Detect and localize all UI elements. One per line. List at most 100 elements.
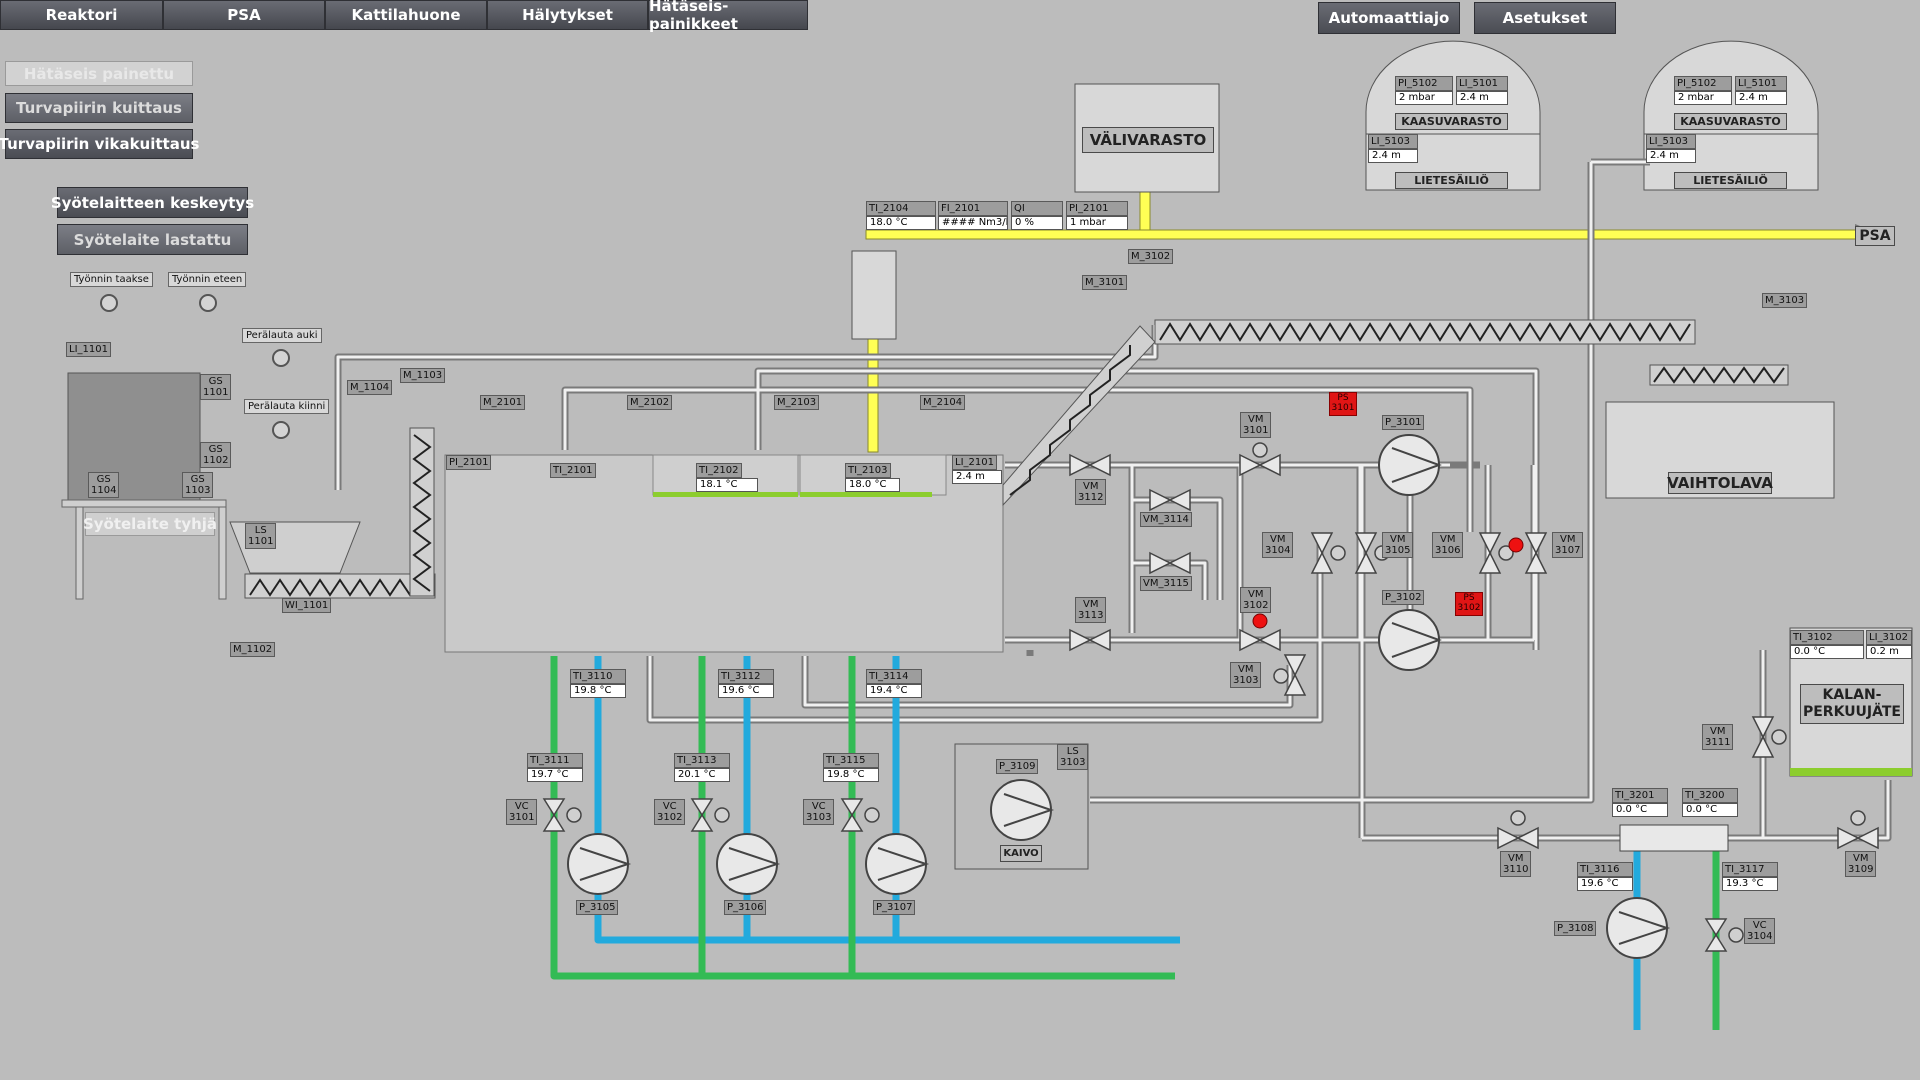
- tag-li3102[interactable]: LI_3102: [1866, 630, 1912, 645]
- tab-reaktori[interactable]: Reaktori: [0, 0, 163, 30]
- syotelaite-lastattu-button[interactable]: Syötelaite lastattu: [57, 224, 248, 255]
- tag-m3102[interactable]: M_3102: [1128, 249, 1174, 264]
- tag-m2102[interactable]: M_2102: [627, 395, 673, 410]
- tag-ti2103[interactable]: TI_2103: [845, 463, 891, 478]
- tag-m1103[interactable]: M_1103: [400, 368, 446, 383]
- tab-kattilahuone[interactable]: Kattilahuone: [325, 0, 487, 30]
- tag-gs1104[interactable]: GS 1104: [88, 472, 120, 498]
- tag-pi5102-a[interactable]: PI_5102: [1395, 76, 1453, 91]
- tag-qi[interactable]: QI: [1011, 201, 1063, 216]
- tag-vm3109[interactable]: VM 3109: [1845, 851, 1877, 877]
- lietesailio-label-b: LIETESÄILIÖ: [1674, 172, 1787, 189]
- syotelaite-keskeytys-button[interactable]: Syötelaitteen keskeytys: [51, 187, 254, 218]
- tag-li5101-b[interactable]: LI_5101: [1735, 76, 1787, 91]
- tag-m2103[interactable]: M_2103: [774, 395, 820, 410]
- tag-li5101-a[interactable]: LI_5101: [1456, 76, 1508, 91]
- tag-vm3105[interactable]: VM 3105: [1382, 532, 1414, 558]
- tag-ls3103[interactable]: LS 3103: [1057, 744, 1089, 770]
- tag-m3101[interactable]: M_3101: [1082, 275, 1128, 290]
- tag-vm3101[interactable]: VM 3101: [1240, 412, 1272, 438]
- alarm-ps3101[interactable]: PS 3101: [1329, 392, 1357, 416]
- tag-p3106[interactable]: P_3106: [724, 900, 767, 915]
- tag-ti2104[interactable]: TI_2104: [866, 201, 936, 216]
- heat-exchanger: [1619, 824, 1729, 852]
- kalan-perkuujate-label: KALAN- PERKUUJÄTE: [1800, 684, 1904, 724]
- tag-ti3111[interactable]: TI_3111: [527, 753, 583, 768]
- alarm-ps3102[interactable]: PS 3102: [1455, 592, 1483, 616]
- tag-li2101[interactable]: LI_2101: [952, 455, 997, 470]
- peralauta-auki-indicator: [272, 349, 290, 367]
- tag-ti3110[interactable]: TI_3110: [570, 669, 626, 684]
- tag-ti3201[interactable]: TI_3201: [1612, 788, 1668, 803]
- turvapiiri-vikakuittaus-button[interactable]: Turvapiirin vikakuittaus: [0, 129, 199, 159]
- tag-p3105[interactable]: P_3105: [576, 900, 619, 915]
- tag-ti3112[interactable]: TI_3112: [718, 669, 774, 684]
- gas-pipe-vertical: [1139, 191, 1151, 233]
- automaattiajo-button[interactable]: Automaattiajo: [1318, 2, 1460, 34]
- tag-vm3110[interactable]: VM 3110: [1500, 851, 1532, 877]
- tag-vm3107[interactable]: VM 3107: [1552, 532, 1584, 558]
- tag-m2104[interactable]: M_2104: [920, 395, 966, 410]
- tag-m1102[interactable]: M_1102: [230, 642, 276, 657]
- value-li5103-a: 2.4 m: [1368, 149, 1418, 163]
- tag-pi5102-b[interactable]: PI_5102: [1674, 76, 1732, 91]
- tag-vc3104[interactable]: VC 3104: [1744, 918, 1776, 944]
- gas-pipe-main: [865, 229, 1857, 240]
- tag-p3107[interactable]: P_3107: [873, 900, 916, 915]
- value-fi2101: #### Nm3/h: [938, 216, 1008, 230]
- tag-gs1103[interactable]: GS 1103: [182, 472, 214, 498]
- tag-vc3102[interactable]: VC 3102: [654, 799, 686, 825]
- tag-li5103-a[interactable]: LI_5103: [1368, 134, 1418, 149]
- tag-vm3103[interactable]: VM 3103: [1230, 662, 1262, 688]
- tag-vm3112[interactable]: VM 3112: [1075, 479, 1107, 505]
- tag-gs1102[interactable]: GS 1102: [200, 442, 232, 468]
- tag-vm3111[interactable]: VM 3111: [1702, 724, 1734, 750]
- tag-gs1101[interactable]: GS 1101: [200, 374, 232, 400]
- value-ti2104: 18.0 °C: [866, 216, 936, 230]
- tab-psa[interactable]: PSA: [163, 0, 325, 30]
- tag-pi2101-side[interactable]: PI_2101: [446, 455, 492, 470]
- tag-m3103[interactable]: M_3103: [1762, 293, 1808, 308]
- tag-m1104[interactable]: M_1104: [347, 380, 393, 395]
- tab-hataseis-painikkeet[interactable]: Hätäseis-painikkeet: [648, 0, 808, 33]
- tag-ls1101[interactable]: LS 1101: [245, 523, 277, 549]
- value-li5101-a: 2.4 m: [1456, 91, 1508, 105]
- tag-fi2101[interactable]: FI_2101: [938, 201, 1008, 216]
- tag-vc3101[interactable]: VC 3101: [506, 799, 538, 825]
- inclined-screw-spiral: [1009, 345, 1131, 496]
- tag-m2101[interactable]: M_2101: [480, 395, 526, 410]
- tag-li5103-b[interactable]: LI_5103: [1646, 134, 1696, 149]
- value-li5103-b: 2.4 m: [1646, 149, 1696, 163]
- alarm-dot-vm3102: [1252, 613, 1268, 629]
- turvapiiri-kuittaus-button[interactable]: Turvapiirin kuittaus: [5, 93, 193, 123]
- tag-p3101[interactable]: P_3101: [1382, 415, 1425, 430]
- tag-ti2102[interactable]: TI_2102: [696, 463, 742, 478]
- tag-pi2101[interactable]: PI_2101: [1066, 201, 1128, 216]
- tag-vm3102[interactable]: VM 3102: [1240, 587, 1272, 613]
- tag-ti3102[interactable]: TI_3102: [1790, 630, 1864, 645]
- tag-ti3117[interactable]: TI_3117: [1722, 862, 1778, 877]
- tag-ti3200[interactable]: TI_3200: [1682, 788, 1738, 803]
- peralauta-kiinni-indicator: [272, 421, 290, 439]
- tag-ti3115[interactable]: TI_3115: [823, 753, 879, 768]
- tag-wi1101[interactable]: WI_1101: [282, 598, 332, 613]
- tag-p3108[interactable]: P_3108: [1554, 921, 1597, 936]
- tag-p3102[interactable]: P_3102: [1382, 590, 1425, 605]
- asetukset-button[interactable]: Asetukset: [1474, 2, 1616, 34]
- tab-halytykset[interactable]: Hälytykset: [487, 0, 648, 30]
- tag-vm3115[interactable]: VM_3115: [1140, 576, 1192, 591]
- value-ti3115: 19.8 °C: [823, 768, 879, 782]
- label-tyonnin-eteen: Työnnin eteen: [168, 272, 247, 287]
- tag-vm3114[interactable]: VM_3114: [1140, 512, 1192, 527]
- tag-vm3104[interactable]: VM 3104: [1262, 532, 1294, 558]
- tag-p3109[interactable]: P_3109: [996, 759, 1039, 774]
- tag-li1101[interactable]: LI_1101: [66, 342, 111, 357]
- tag-ti3113[interactable]: TI_3113: [674, 753, 730, 768]
- tag-vm3113[interactable]: VM 3113: [1075, 597, 1107, 623]
- tag-vc3103[interactable]: VC 3103: [803, 799, 835, 825]
- tag-ti2101[interactable]: TI_2101: [550, 463, 596, 478]
- tag-vm3106[interactable]: VM 3106: [1432, 532, 1464, 558]
- tag-ti3114[interactable]: TI_3114: [866, 669, 922, 684]
- tag-ti3116[interactable]: TI_3116: [1577, 862, 1633, 877]
